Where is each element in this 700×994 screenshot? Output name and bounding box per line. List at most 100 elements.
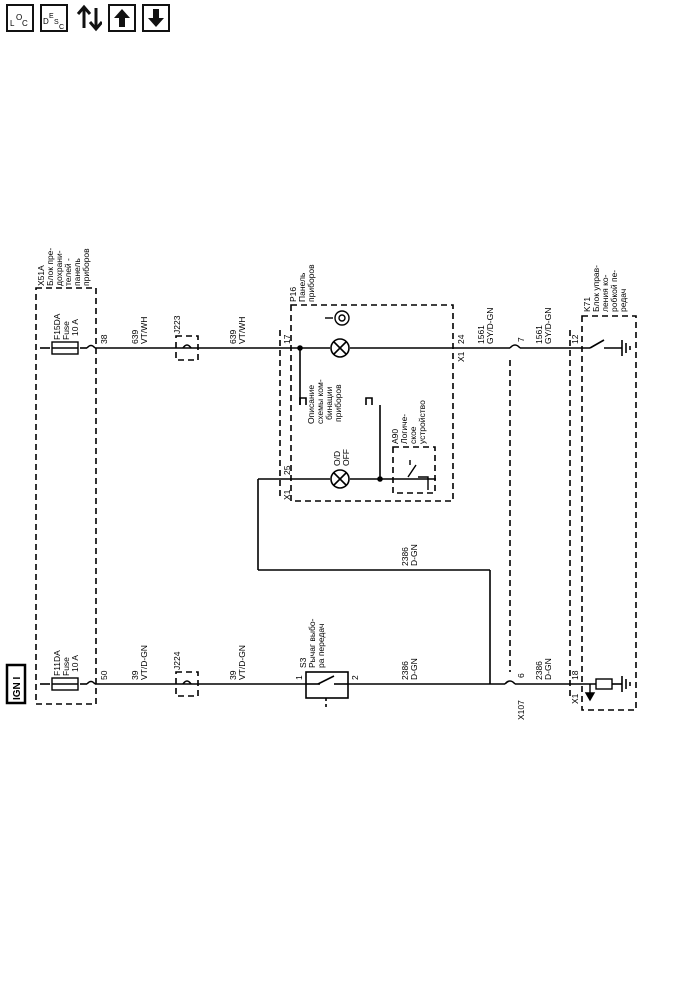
svg-text:робкой пе-: робкой пе- — [609, 270, 619, 312]
svg-text:F11DA: F11DA — [52, 650, 62, 676]
ign-box — [5, 663, 27, 705]
svg-text:P16: P16 — [288, 287, 298, 302]
svg-text:VT/D-GN: VT/D-GN — [139, 645, 149, 680]
svg-text:D-GN: D-GN — [409, 544, 419, 566]
svg-text:L: L — [10, 19, 15, 28]
svg-text:E: E — [49, 13, 54, 20]
svg-text:Fuse: Fuse — [61, 657, 71, 676]
svg-text:10 A: 10 A — [70, 319, 80, 336]
svg-text:X51A: X51A — [36, 265, 46, 286]
wire-2386-c: 2386 D-GN — [534, 658, 553, 680]
desc-label: Описание схемы ком- бинации приборов — [306, 379, 343, 424]
description-button[interactable]: D E S C — [40, 4, 68, 32]
svg-text:1561: 1561 — [476, 325, 486, 344]
pin-50: 50 — [99, 670, 109, 680]
p16-label: P16 Панель приборов — [288, 264, 316, 302]
svg-text:дохрани-: дохрани- — [54, 250, 64, 286]
svg-text:редач: редач — [618, 289, 628, 312]
svg-text:Панель: Панель — [297, 272, 307, 302]
svg-text:639: 639 — [228, 330, 238, 344]
arrow-up-button[interactable] — [108, 4, 136, 32]
svg-text:2386: 2386 — [534, 661, 544, 680]
svg-text:OFF: OFF — [341, 449, 351, 466]
wire-639-a: 639 VT/WH — [130, 317, 149, 344]
svg-text:C: C — [22, 19, 28, 28]
svg-text:D-GN: D-GN — [409, 658, 419, 680]
location-icon: L O C — [10, 13, 28, 28]
a90-label: A90 Логиче- ское устройство — [390, 400, 427, 444]
description-icon: D E S C — [43, 13, 64, 30]
j224-label: J224 — [172, 651, 182, 670]
wire-39-a: 39 VT/D-GN — [130, 645, 149, 680]
connector-view-button[interactable] — [74, 4, 102, 32]
svg-text:устройство: устройство — [417, 400, 427, 444]
svg-text:A90: A90 — [390, 429, 400, 444]
svg-text:GY/D-GN: GY/D-GN — [485, 308, 495, 344]
svg-text:ское: ское — [408, 426, 418, 444]
svg-text:VT/D-GN: VT/D-GN — [237, 645, 247, 680]
svg-text:F15DA: F15DA — [52, 313, 62, 340]
svg-text:приборов: приборов — [333, 384, 343, 422]
toolbar: L O C D E S C — [6, 4, 170, 36]
svg-text:D: D — [43, 17, 49, 26]
svg-text:ления ко-: ления ко- — [600, 274, 610, 312]
svg-text:ра передач: ра передач — [316, 624, 326, 668]
svg-text:O: O — [16, 13, 22, 22]
svg-text:схемы ком-: схемы ком- — [315, 379, 325, 424]
s3-label: S3 Рычаг выбо- ра передач — [298, 618, 326, 668]
ign-label: IGN I — [12, 676, 23, 700]
k71-label: K71 Блок управ- ления ко- робкой пе- ред… — [582, 265, 628, 312]
j223-label: J223 — [172, 315, 182, 334]
s3-pin-1: 1 — [294, 675, 304, 680]
pin-7: 7 — [516, 337, 526, 342]
svg-text:39: 39 — [130, 670, 140, 680]
svg-text:S: S — [54, 19, 59, 26]
svg-text:Fuse: Fuse — [61, 321, 71, 340]
svg-text:панель: панель — [72, 258, 82, 286]
wire-639-b: 639 VT/WH — [228, 317, 247, 344]
pin-12: 12 — [570, 334, 580, 344]
pin-18: 18 — [570, 670, 580, 680]
svg-text:бинации: бинации — [324, 386, 334, 420]
wire-39-b: 39 VT/D-GN — [228, 645, 247, 680]
pin-6: 6 — [516, 673, 526, 678]
x1-p16-right-label: X1 — [456, 351, 466, 362]
svg-text:VT/WH: VT/WH — [139, 317, 149, 344]
wire-2386-a: 2386 D-GN — [400, 544, 419, 566]
wire-1561-a: 1561 GY/D-GN — [476, 308, 495, 344]
svg-text:Блок управ-: Блок управ- — [591, 265, 601, 312]
svg-text:10 A: 10 A — [70, 655, 80, 672]
svg-text:телей -: телей - — [63, 258, 73, 286]
pin-17: 17 — [282, 334, 292, 344]
x107-label: X107 — [516, 700, 526, 720]
x1-p16-label: X1 — [282, 489, 292, 500]
x51a-label: X51A Блок пре- дохрани- телей - панель п… — [36, 248, 91, 286]
fuse-f15da-label: F15DA Fuse 10 A — [52, 313, 80, 340]
pin-25: 25 — [282, 465, 292, 475]
svg-text:Логиче-: Логиче- — [399, 414, 409, 444]
svg-text:K71: K71 — [582, 297, 592, 312]
svg-text:2386: 2386 — [400, 547, 410, 566]
arrow-down-icon — [148, 9, 164, 27]
pin-24: 24 — [456, 334, 466, 344]
x1-k71-label: X1 — [570, 693, 580, 704]
s3-pin-2: 2 — [350, 675, 360, 680]
svg-text:Рычаг выбо-: Рычаг выбо- — [307, 618, 317, 668]
fuse-f11da-label: F11DA Fuse 10 A — [52, 650, 80, 676]
svg-text:приборов: приборов — [306, 264, 316, 302]
location-button[interactable]: L O C — [6, 4, 34, 32]
svg-text:639: 639 — [130, 330, 140, 344]
svg-text:S3: S3 — [298, 657, 308, 668]
svg-text:O/D: O/D — [332, 451, 342, 466]
arrow-down-button[interactable] — [142, 4, 170, 32]
arrow-up-icon — [114, 9, 130, 27]
svg-text:39: 39 — [228, 670, 238, 680]
svg-text:GY/D-GN: GY/D-GN — [543, 308, 553, 344]
svg-text:2386: 2386 — [400, 661, 410, 680]
od-off-label: O/D OFF — [332, 449, 351, 466]
wire-2386-b: 2386 D-GN — [400, 658, 419, 680]
svg-text:VT/WH: VT/WH — [237, 317, 247, 344]
svg-text:C: C — [59, 24, 64, 30]
svg-text:приборов: приборов — [81, 248, 91, 286]
